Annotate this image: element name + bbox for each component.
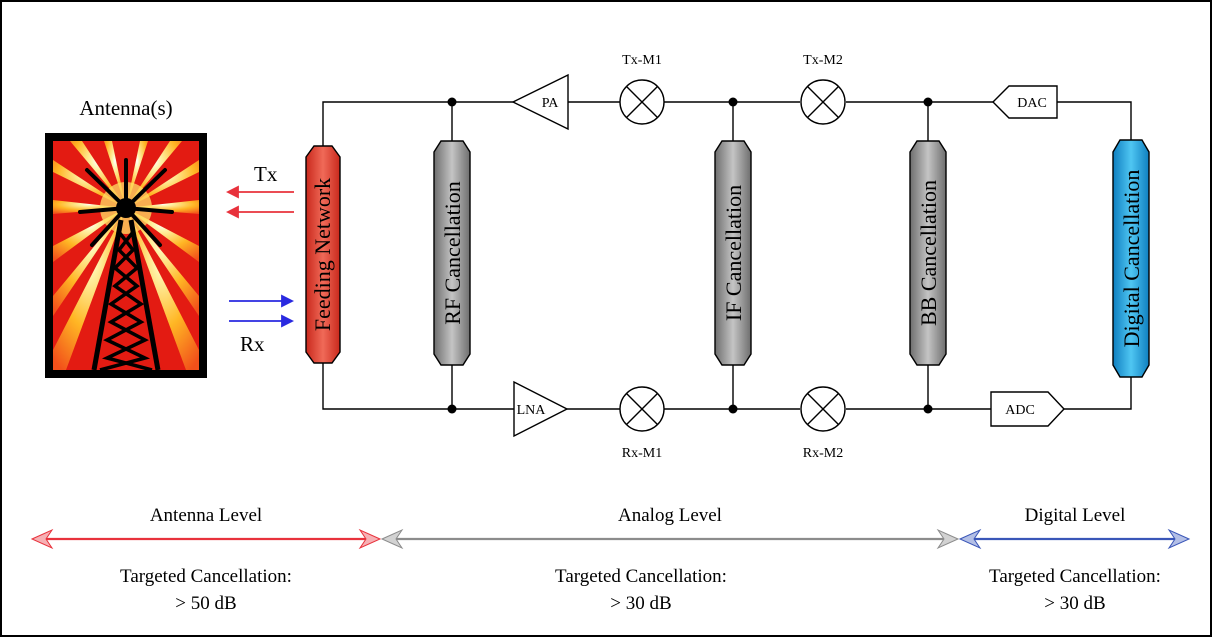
- digital-cancellation-label: Digital Cancellation: [1119, 170, 1144, 348]
- feeding-network-block: Feeding Network: [305, 145, 341, 364]
- junction-dot: [923, 404, 933, 414]
- antenna-icon: [45, 133, 207, 378]
- junction-dot: [728, 97, 738, 107]
- digital-cancellation-block: Digital Cancellation: [1112, 139, 1150, 378]
- antenna-tower: [91, 219, 161, 372]
- mixer-icon: [619, 79, 665, 125]
- tx-arrows: [225, 185, 294, 219]
- lna-label: LNA: [517, 403, 547, 418]
- digital-level-arrow: [958, 528, 1191, 550]
- junction-dot: [728, 404, 738, 414]
- antenna-level-target-label: Targeted Cancellation:: [120, 566, 292, 587]
- adc-label: ADC: [1005, 403, 1035, 418]
- antenna-title: Antenna(s): [79, 96, 172, 120]
- analog-level-target-value: > 30 dB: [610, 593, 671, 614]
- mixer-icon: [619, 386, 665, 432]
- junction-dot: [447, 404, 457, 414]
- rf-cancellation-block: RF Cancellation: [433, 140, 471, 366]
- lna-amplifier: LNA: [513, 380, 569, 438]
- tx-m1-label: Tx-M1: [622, 53, 662, 68]
- if-cancellation-block: IF Cancellation: [714, 140, 752, 366]
- pa-amplifier: PA: [511, 73, 569, 131]
- if-cancellation-label: IF Cancellation: [721, 185, 746, 321]
- tx-label: Tx: [254, 162, 278, 186]
- junction-dot: [447, 97, 457, 107]
- analog-level-arrow: [380, 528, 960, 550]
- bb-cancellation-block: BB Cancellation: [909, 140, 947, 366]
- rx-arrows: [229, 294, 295, 328]
- antenna-level-target-value: > 50 dB: [175, 593, 236, 614]
- dac-label: DAC: [1017, 96, 1047, 111]
- rf-cancellation-label: RF Cancellation: [440, 181, 465, 325]
- adc-converter: ADC: [990, 391, 1065, 427]
- rx-m2-label: Rx-M2: [803, 446, 843, 461]
- analog-level-target-label: Targeted Cancellation:: [555, 566, 727, 587]
- dac-converter: DAC: [992, 85, 1058, 119]
- feeding-network-label: Feeding Network: [310, 178, 335, 331]
- pa-label: PA: [542, 96, 560, 111]
- digital-level-title: Digital Level: [1025, 505, 1126, 526]
- analog-level-title: Analog Level: [618, 505, 722, 526]
- junction-dots: [447, 97, 933, 414]
- antenna-level-arrow: [30, 528, 382, 550]
- rx-label: Rx: [240, 332, 265, 356]
- antenna-level-title: Antenna Level: [150, 505, 262, 526]
- digital-level-target-label: Targeted Cancellation:: [989, 566, 1161, 587]
- bb-cancellation-label: BB Cancellation: [916, 180, 941, 326]
- junction-dot: [923, 97, 933, 107]
- tx-m2-label: Tx-M2: [803, 53, 843, 68]
- mixer-icon: [800, 386, 846, 432]
- digital-level-target-value: > 30 dB: [1044, 593, 1105, 614]
- rx-m1-label: Rx-M1: [622, 446, 662, 461]
- mixer-icon: [800, 79, 846, 125]
